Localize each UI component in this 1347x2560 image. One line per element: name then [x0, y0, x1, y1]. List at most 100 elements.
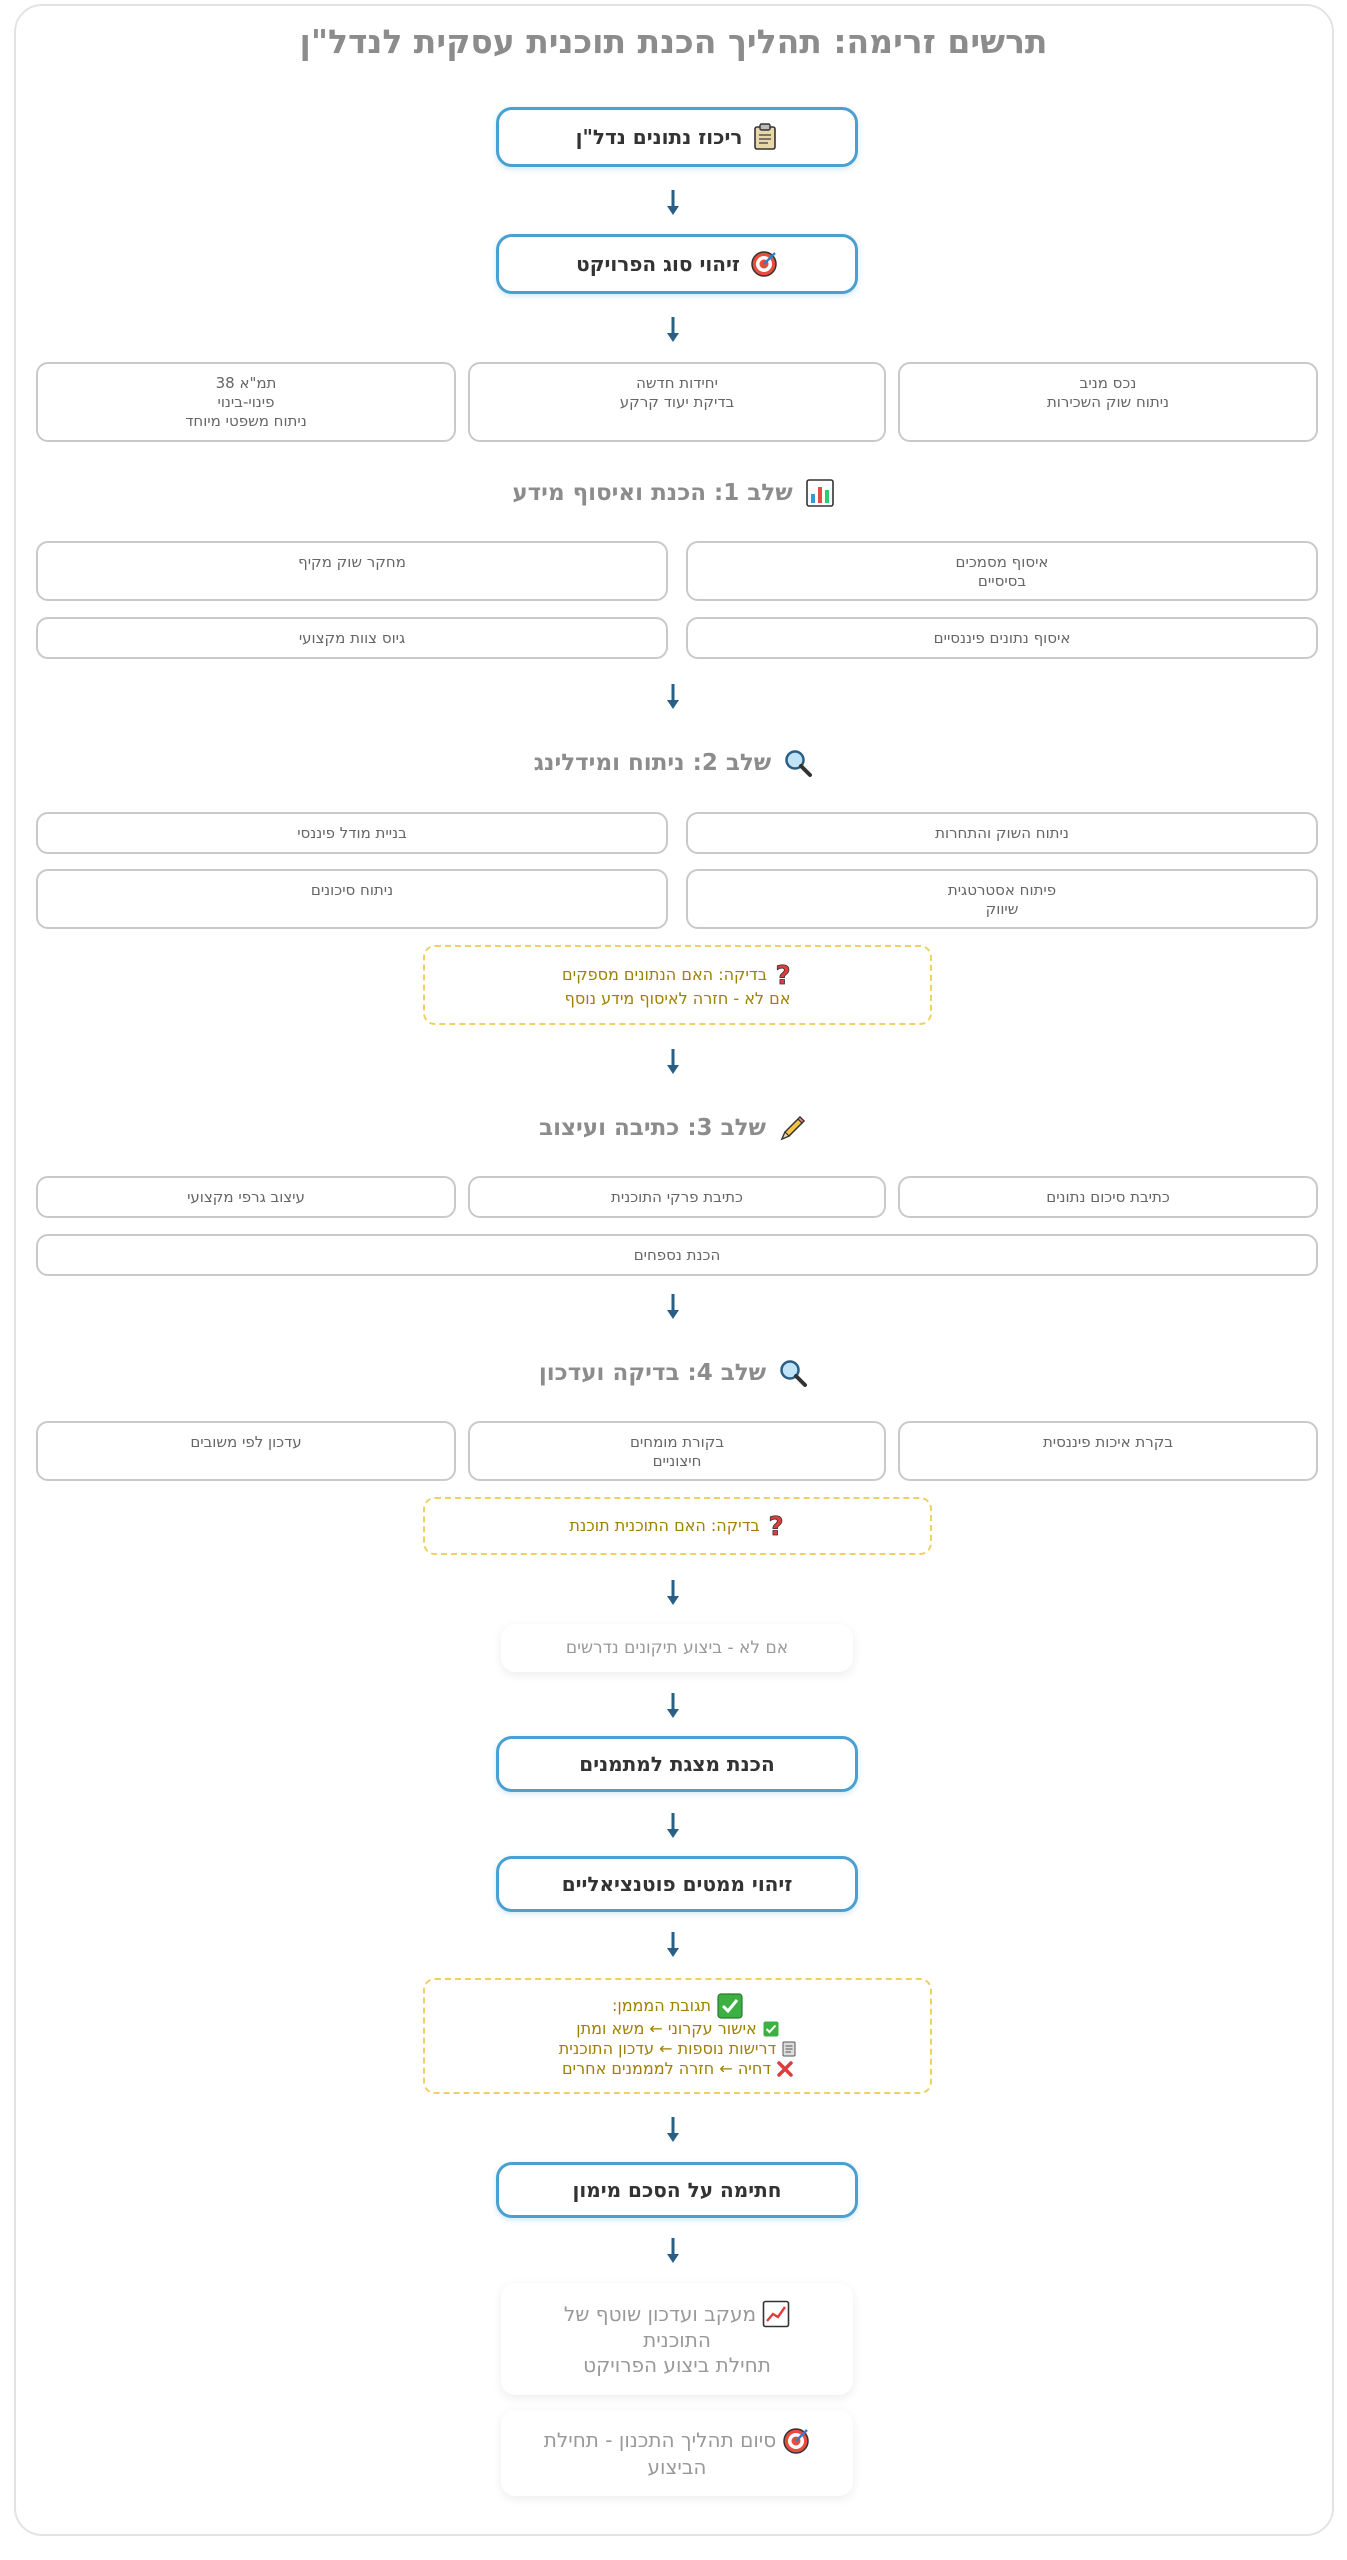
question-mark-icon: ?	[766, 1512, 786, 1540]
page-title: תרשים זרימה: תהליך הכנת תוכנית עסקית לנד…	[299, 22, 1048, 61]
sign-label: חתימה על הסכם מימון	[572, 2178, 782, 2202]
type-label: יחידות חדשה	[636, 374, 718, 392]
stage4-financial-qa[interactable]: בקרת איכות פיננסית	[898, 1421, 1318, 1481]
stage1-recruit-team[interactable]: גיוס צוות מקצועי	[36, 617, 668, 659]
type-sublabel: ניתוח שוק השכירות	[1046, 393, 1170, 411]
box-label: בקרת איכות פיננסית	[1042, 1433, 1174, 1451]
arrow-6	[663, 1580, 683, 1606]
magnifier-icon	[778, 1358, 808, 1388]
arrow-3	[663, 684, 683, 710]
box-label: פיתוח אסטרטגית	[947, 881, 1057, 899]
clipboard-icon	[752, 123, 778, 151]
type-tama38[interactable]: תמ"א 38 פינוי-בינוי ניתוח משפטי מיוחד	[36, 362, 456, 442]
type-sublabel: פינוי-בינוי	[217, 393, 275, 411]
type-label: תמ"א 38	[215, 374, 277, 392]
stage2-risk-analysis[interactable]: ניתוח סיכונים	[36, 869, 668, 929]
box-sublabel: שיווק	[985, 900, 1019, 918]
stage2-data-check[interactable]: ? בדיקה: האם הנתונים מספקים אם לא - חזרה…	[423, 945, 932, 1025]
stage4-feedback-update[interactable]: עדכון לפי משובים	[36, 1421, 456, 1481]
arrow-11	[663, 2238, 683, 2264]
stage2-marketing-strategy[interactable]: פיתוח אסטרטגית שיווק	[686, 869, 1318, 929]
bar-chart-icon	[805, 478, 835, 508]
box-label: ניתוח סיכונים	[310, 881, 394, 899]
response-title: תגובת המממן:	[611, 1996, 712, 2015]
identify-node[interactable]: זיהוי סוג הפרויקט	[496, 234, 858, 294]
investors-label: זיהוי ממטים פוטנציאליים	[561, 1872, 793, 1896]
stage1-title: שלב 1: הכנת ואיסוף מידע	[0, 478, 1347, 508]
stage3-write-summary[interactable]: כתיבת סיכום נתונים	[898, 1176, 1318, 1218]
arrow-7	[663, 1693, 683, 1719]
response-approve: אישור עקרוני ← משא ומתן	[576, 2019, 757, 2038]
start-label: ריכוז נתונים נדל"ן	[575, 125, 743, 149]
check-label: בדיקה: האם התוכנית תוכנת	[569, 1516, 760, 1535]
arrow-5	[663, 1294, 683, 1320]
stage1-financial-data[interactable]: איסוף נתונים פיננסיים	[686, 617, 1318, 659]
box-sublabel: בסיסיים	[977, 572, 1027, 590]
response-reject: דחיה ← חזרה למממנים אחרים	[561, 2059, 772, 2078]
check-label: בדיקה: האם הנתונים מספקים	[562, 965, 767, 984]
identify-label: זיהוי סוג הפרויקט	[576, 252, 740, 276]
box-label: עיצוב גרפי מקצועי	[187, 1187, 305, 1206]
svg-text:?: ?	[775, 961, 790, 989]
check-sublabel: אם לא - חזרה לאיסוף מידע נוסף	[564, 989, 791, 1008]
target-icon	[782, 2427, 810, 2455]
presentation-label: הכנת מצגת למתמנים	[579, 1752, 775, 1776]
stage4-title-text: שלב 4: בדיקה ועדכון	[538, 1360, 767, 1386]
stage3-graphic-design[interactable]: עיצוב גרפי מקצועי	[36, 1176, 456, 1218]
type-new-units[interactable]: יחידות חדשה בדיקת יעוד קרקע	[468, 362, 886, 442]
box-sublabel: חיצוניים	[652, 1452, 702, 1470]
box-label: בניית מודל פיננסי	[297, 823, 407, 842]
tracking-label-2: התוכנית	[643, 2328, 711, 2352]
arrow-8	[663, 1813, 683, 1839]
type-sublabel-2: ניתוח משפטי מיוחד	[185, 412, 307, 430]
presentation-node[interactable]: הכנת מצגת למתמנים	[496, 1736, 858, 1792]
magnifier-icon	[783, 748, 813, 778]
end-label: סיום תהליך התכנון - תחילת	[543, 2428, 777, 2452]
sign-node[interactable]: חתימה על הסכם מימון	[496, 2162, 858, 2218]
tracking-label: מעקב ועדכון שוטף של	[563, 2301, 757, 2326]
question-mark-icon: ?	[773, 961, 793, 989]
stage4-expert-review[interactable]: בקורת מומחים חיצוניים	[468, 1421, 886, 1481]
stage1-title-text: שלב 1: הכנת ואיסוף מידע	[512, 480, 793, 506]
type-sublabel: בדיקת יעוד קרקע	[619, 393, 735, 411]
stage2-financial-model[interactable]: בניית מודל פיננסי	[36, 812, 668, 854]
cross-icon	[777, 2061, 793, 2077]
stage3-title: שלב 3: כתיבה ועיצוב	[0, 1113, 1347, 1143]
box-label: גיוס צוות מקצועי	[298, 628, 406, 647]
small-check-icon	[763, 2021, 779, 2037]
box-label: כתיבת סיכום נתונים	[1046, 1187, 1170, 1206]
target-icon	[750, 250, 778, 278]
end-label-2: הביצוע	[647, 2454, 707, 2479]
pencil-icon	[778, 1113, 808, 1143]
stage1-collect-documents[interactable]: איסוף מסמכים בסיסיים	[686, 541, 1318, 601]
tracking-node[interactable]: מעקב ועדכון שוטף של התוכנית תחילת ביצוע …	[501, 2283, 853, 2395]
end-node[interactable]: סיום תהליך התכנון - תחילת הביצוע	[501, 2410, 853, 2496]
box-label: הכנת נספחים	[633, 1245, 721, 1264]
arrow-4	[663, 1049, 683, 1075]
stage1-market-research[interactable]: מחקר שוק מקיף	[36, 541, 668, 601]
box-label: בקורת מומחים	[629, 1433, 725, 1451]
arrow-9	[663, 1932, 683, 1958]
arrow-2	[663, 317, 683, 343]
stage3-appendices[interactable]: הכנת נספחים	[36, 1234, 1318, 1276]
investor-response[interactable]: תגובת המממן: אישור עקרוני ← משא ומתן דרי…	[423, 1978, 932, 2094]
arrow-1	[663, 190, 683, 216]
box-label: מחקר שוק מקיף	[298, 553, 406, 571]
stage3-title-text: שלב 3: כתיבה ועיצוב	[539, 1115, 766, 1141]
trend-chart-icon	[762, 2300, 790, 2328]
stage4-title: שלב 4: בדיקה ועדכון	[0, 1358, 1347, 1388]
stage4-plan-check[interactable]: ? בדיקה: האם התוכנית תוכנת	[423, 1497, 932, 1555]
type-income-property[interactable]: נכס מניב ניתוח שוק השכירות	[898, 362, 1318, 442]
type-label: נכס מניב	[1079, 374, 1137, 392]
stage3-write-chapters[interactable]: כתיבת פרקי התוכנית	[468, 1176, 886, 1218]
arrow-10	[663, 2117, 683, 2143]
check-mark-icon	[717, 1993, 743, 2019]
box-label: עדכון לפי משובים	[190, 1433, 302, 1451]
stage2-market-analysis[interactable]: ניתוח השוק והתחרות	[686, 812, 1318, 854]
stage2-title: שלב 2: ניתוח ומידלינג	[0, 748, 1347, 778]
stage2-title-text: שלב 2: ניתוח ומידלינג	[533, 750, 772, 776]
start-node[interactable]: ריכוז נתונים נדל"ן	[496, 107, 858, 167]
investors-node[interactable]: זיהוי ממטים פוטנציאליים	[496, 1856, 858, 1912]
fix-node[interactable]: אם לא - ביצוע תיקונים נדרשים	[501, 1624, 853, 1672]
document-icon	[782, 2041, 796, 2057]
